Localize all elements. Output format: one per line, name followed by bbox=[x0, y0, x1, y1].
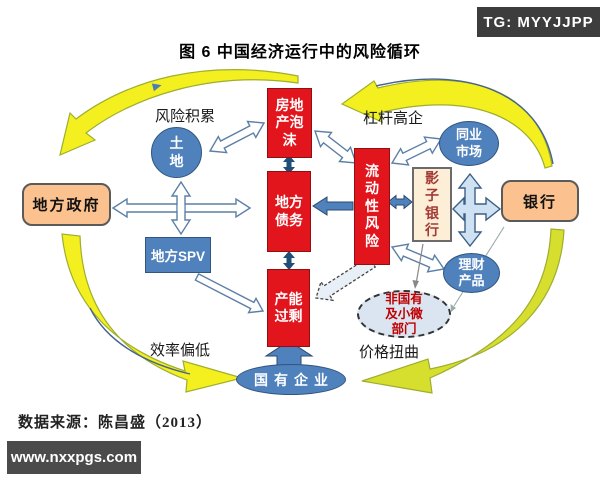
node-liquidity-risk: 流动性风险 bbox=[354, 148, 390, 265]
node-local-spv-label: 地方SPV bbox=[150, 249, 205, 264]
cycle-arrow-top-left bbox=[59, 69, 299, 157]
label-low-efficiency: 效率偏低 bbox=[150, 342, 211, 359]
cycle-thin-line-bottom-left bbox=[89, 307, 191, 375]
node-shadow-banking-label: 影子银行 bbox=[424, 169, 439, 239]
node-wealth-management-products: 理财产品 bbox=[443, 253, 500, 293]
node-bank: 银行 bbox=[501, 180, 579, 222]
arrowhead-shadowbank-nonstate bbox=[412, 280, 419, 289]
node-land: 土地 bbox=[151, 127, 202, 178]
node-real-estate-bubble: 房地产泡沫 bbox=[267, 88, 312, 158]
data-source-note: 数据来源：陈昌盛（2013） bbox=[18, 415, 213, 431]
node-local-government: 地方政府 bbox=[22, 183, 111, 226]
node-bank-label: 银行 bbox=[522, 193, 557, 211]
tg-badge: TG: MYYJJPP bbox=[477, 7, 600, 37]
cycle-arrow-bottom-left bbox=[61, 233, 245, 393]
arrow-land-rebubble bbox=[208, 120, 266, 154]
node-interbank-market: 同业市场 bbox=[439, 121, 499, 166]
arrow-rebubble-localdebt bbox=[283, 155, 295, 174]
tg-badge-label: TG: MYYJJPP bbox=[483, 13, 594, 31]
node-local-government-label: 地方政府 bbox=[32, 197, 101, 214]
arrow-liquidity-interbank bbox=[390, 136, 443, 166]
arrow-localdebt-overcapacity bbox=[283, 251, 295, 270]
node-overcapacity: 产能过剩 bbox=[267, 269, 310, 347]
figure-title: 图 6 中国经济运行中的风险循环 bbox=[179, 44, 421, 61]
node-nonstate-small-micro-sector: 非国有及小微部门 bbox=[357, 290, 451, 338]
node-shadow-banking: 影子银行 bbox=[412, 167, 452, 242]
cycle-thin-line-top-right bbox=[375, 78, 554, 165]
cycle-small-arrowhead-top-left bbox=[151, 83, 162, 92]
node-local-spv: 地方SPV bbox=[145, 237, 211, 273]
node-overcapacity-label: 产能过剩 bbox=[274, 290, 303, 325]
node-nonstate-small-micro-sector-label: 非国有及小微部门 bbox=[385, 291, 423, 336]
node-local-debt: 地方债务 bbox=[267, 171, 311, 252]
label-risk-accumulation: 风险积累 bbox=[155, 108, 216, 125]
arrow-liquidity-wmp bbox=[390, 243, 446, 273]
node-liquidity-risk-label: 流动性风险 bbox=[364, 162, 379, 249]
node-local-debt-label: 地方债务 bbox=[274, 194, 303, 228]
watermark-badge: www.nxxpgs.com bbox=[7, 441, 141, 474]
arrow-rebubble-liquidity bbox=[313, 130, 358, 164]
label-price-distortion: 价格扭曲 bbox=[359, 344, 420, 361]
node-wealth-management-products-label: 理财产品 bbox=[458, 256, 485, 288]
watermark-label: www.nxxpgs.com bbox=[10, 449, 138, 466]
node-real-estate-bubble-label: 房地产泡沫 bbox=[275, 96, 304, 148]
arrow-liquidity-shadowbank bbox=[387, 194, 413, 210]
line-shadowbank-nonstate bbox=[415, 243, 424, 285]
node-state-owned-enterprises: 国有企业 bbox=[236, 364, 346, 395]
label-high-leverage: 杠杆高企 bbox=[363, 110, 424, 127]
node-land-label: 土地 bbox=[169, 135, 184, 169]
cross-joint-patch-left bbox=[177, 204, 185, 212]
cycle-arrow-bottom-right bbox=[361, 228, 565, 394]
arrow-localspv-to-overcapacity bbox=[194, 272, 265, 314]
node-state-owned-enterprises-label: 国有企业 bbox=[254, 371, 334, 388]
node-interbank-market-label: 同业市场 bbox=[455, 127, 482, 159]
arrow-cross-bank-shadow-interbank-wmp bbox=[452, 172, 502, 248]
arrow-liquidity-to-localdebt bbox=[312, 196, 354, 216]
arrow-dotted-liquidity-overcapacity bbox=[315, 256, 377, 302]
arrowhead-bank-nonstate bbox=[450, 304, 456, 312]
